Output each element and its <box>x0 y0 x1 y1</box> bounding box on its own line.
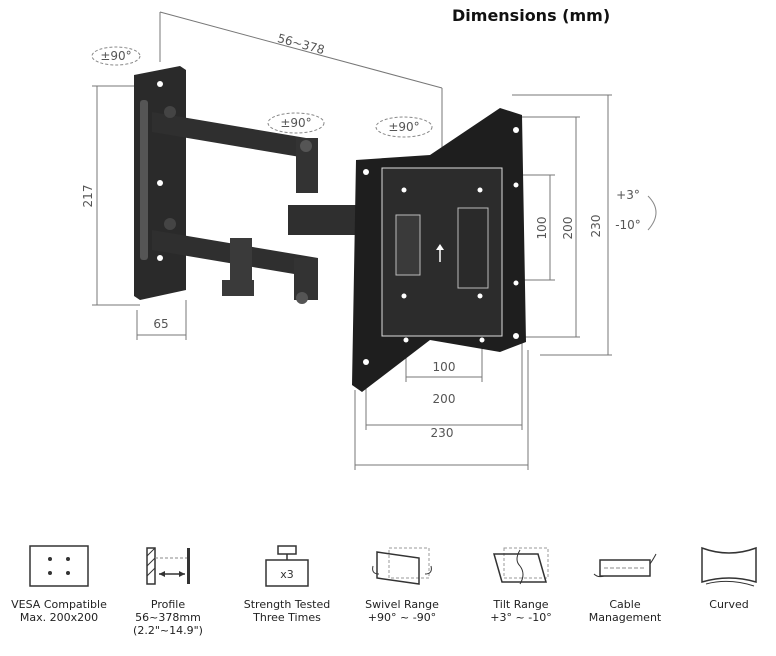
profile-icon <box>146 547 190 585</box>
feature-cable-line2: Management <box>588 611 662 624</box>
feature-cable-line1: Cable <box>609 598 641 611</box>
vesa-v-inner-label: 100 <box>535 217 549 240</box>
vesa-grid-icon <box>29 545 89 587</box>
mount-diagram: 56~378 217 65 ±90° ±90° ±90° +3° -10° 10… <box>81 11 657 470</box>
feature-swivel-line1: Swivel Range <box>365 598 439 611</box>
feature-swivel: Swivel Range +90° ~ -90° <box>347 544 457 624</box>
swivel-icon <box>372 547 432 585</box>
swing-arms <box>152 106 368 304</box>
wall-swivel-label: ±90° <box>100 49 131 63</box>
feature-tilt-line2: +3° ~ -10° <box>490 611 552 624</box>
feature-tilt: Tilt Range +3° ~ -10° <box>466 544 576 624</box>
rotation-arcs <box>91 46 657 231</box>
feature-profile-line3: (2.2"~14.9") <box>133 624 203 637</box>
wall-plate-depth-label: 65 <box>153 317 168 331</box>
feature-strength-line1: Strength Tested <box>243 598 331 611</box>
feature-vesa: VESA Compatible Max. 200x200 <box>4 544 114 624</box>
arm-swivel-label: ±90° <box>280 116 311 130</box>
feature-strength-line2: Three Times <box>253 611 321 624</box>
vesa-v-outer-label: 200 <box>561 217 575 240</box>
feature-vesa-line2: Max. 200x200 <box>19 611 99 624</box>
arm-extension-label: 56~378 <box>276 31 326 57</box>
vesa-h-inner-label: 100 <box>433 360 456 374</box>
wall-plate-height-label: 217 <box>81 185 95 208</box>
tilt-up-label: +3° <box>616 188 640 202</box>
weight-x3-icon: x3 <box>265 545 309 587</box>
plate-height-label: 230 <box>589 215 603 238</box>
vesa-plate <box>352 108 526 392</box>
feature-strength: x3 Strength Tested Three Times <box>232 544 342 624</box>
feature-swivel-line2: +90° ~ -90° <box>367 611 437 624</box>
wall-plate <box>134 66 186 300</box>
feature-vesa-line1: VESA Compatible <box>11 598 107 611</box>
feature-tilt-line1: Tilt Range <box>493 598 549 611</box>
feature-profile-line1: Profile <box>150 598 186 611</box>
feature-curved-line1: Curved <box>709 598 749 611</box>
page-title: Dimensions (mm) <box>452 6 611 25</box>
feature-profile-line2: 56~378mm <box>135 611 201 624</box>
plate-width-label: 230 <box>431 426 454 440</box>
strength-badge: x3 <box>280 568 294 581</box>
tilt-icon <box>493 547 549 585</box>
feature-curved: Curved <box>674 544 776 611</box>
tilt-down-label: -10° <box>615 218 641 232</box>
cable-icon <box>593 553 657 578</box>
vesa-h-outer-label: 200 <box>433 392 456 406</box>
feature-profile: Profile 56~378mm (2.2"~14.9") <box>113 544 223 637</box>
feature-cable: Cable Management <box>570 544 680 624</box>
curved-screen-icon <box>701 546 757 587</box>
head-swivel-label: ±90° <box>388 120 419 134</box>
